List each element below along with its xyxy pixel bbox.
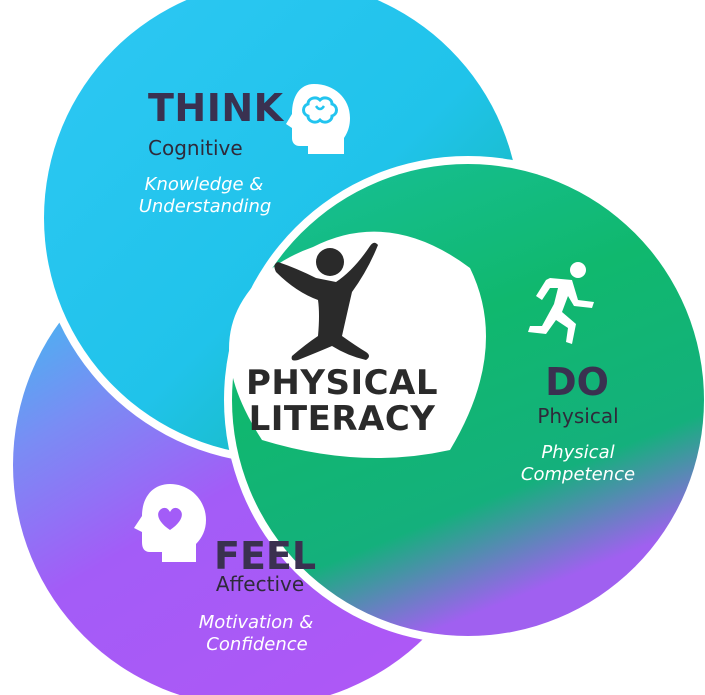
feel-desc-line1: Motivation & <box>198 612 314 633</box>
running-person-icon <box>528 262 594 344</box>
do-desc-line2: Competence <box>520 464 636 485</box>
center-title-line1: PHYSICAL <box>245 363 439 403</box>
think-title: THINK <box>148 86 284 130</box>
think-desc-line2: Understanding <box>138 196 272 217</box>
feel-desc-line2: Confidence <box>206 634 308 655</box>
head-heart-icon <box>134 484 206 562</box>
head-brain-icon <box>286 84 350 154</box>
feel-subtitle: Affective <box>215 572 305 596</box>
do-title: DO <box>545 360 609 404</box>
feel-title: FEEL <box>214 534 317 578</box>
think-subtitle: Cognitive <box>148 136 243 160</box>
center-region <box>229 231 486 458</box>
jumping-person-icon <box>274 242 378 361</box>
do-subtitle: Physical <box>537 404 619 428</box>
center-title-line2: LITERACY <box>248 399 436 439</box>
do-desc-line1: Physical <box>541 442 615 463</box>
think-desc-line1: Knowledge & <box>144 174 264 195</box>
